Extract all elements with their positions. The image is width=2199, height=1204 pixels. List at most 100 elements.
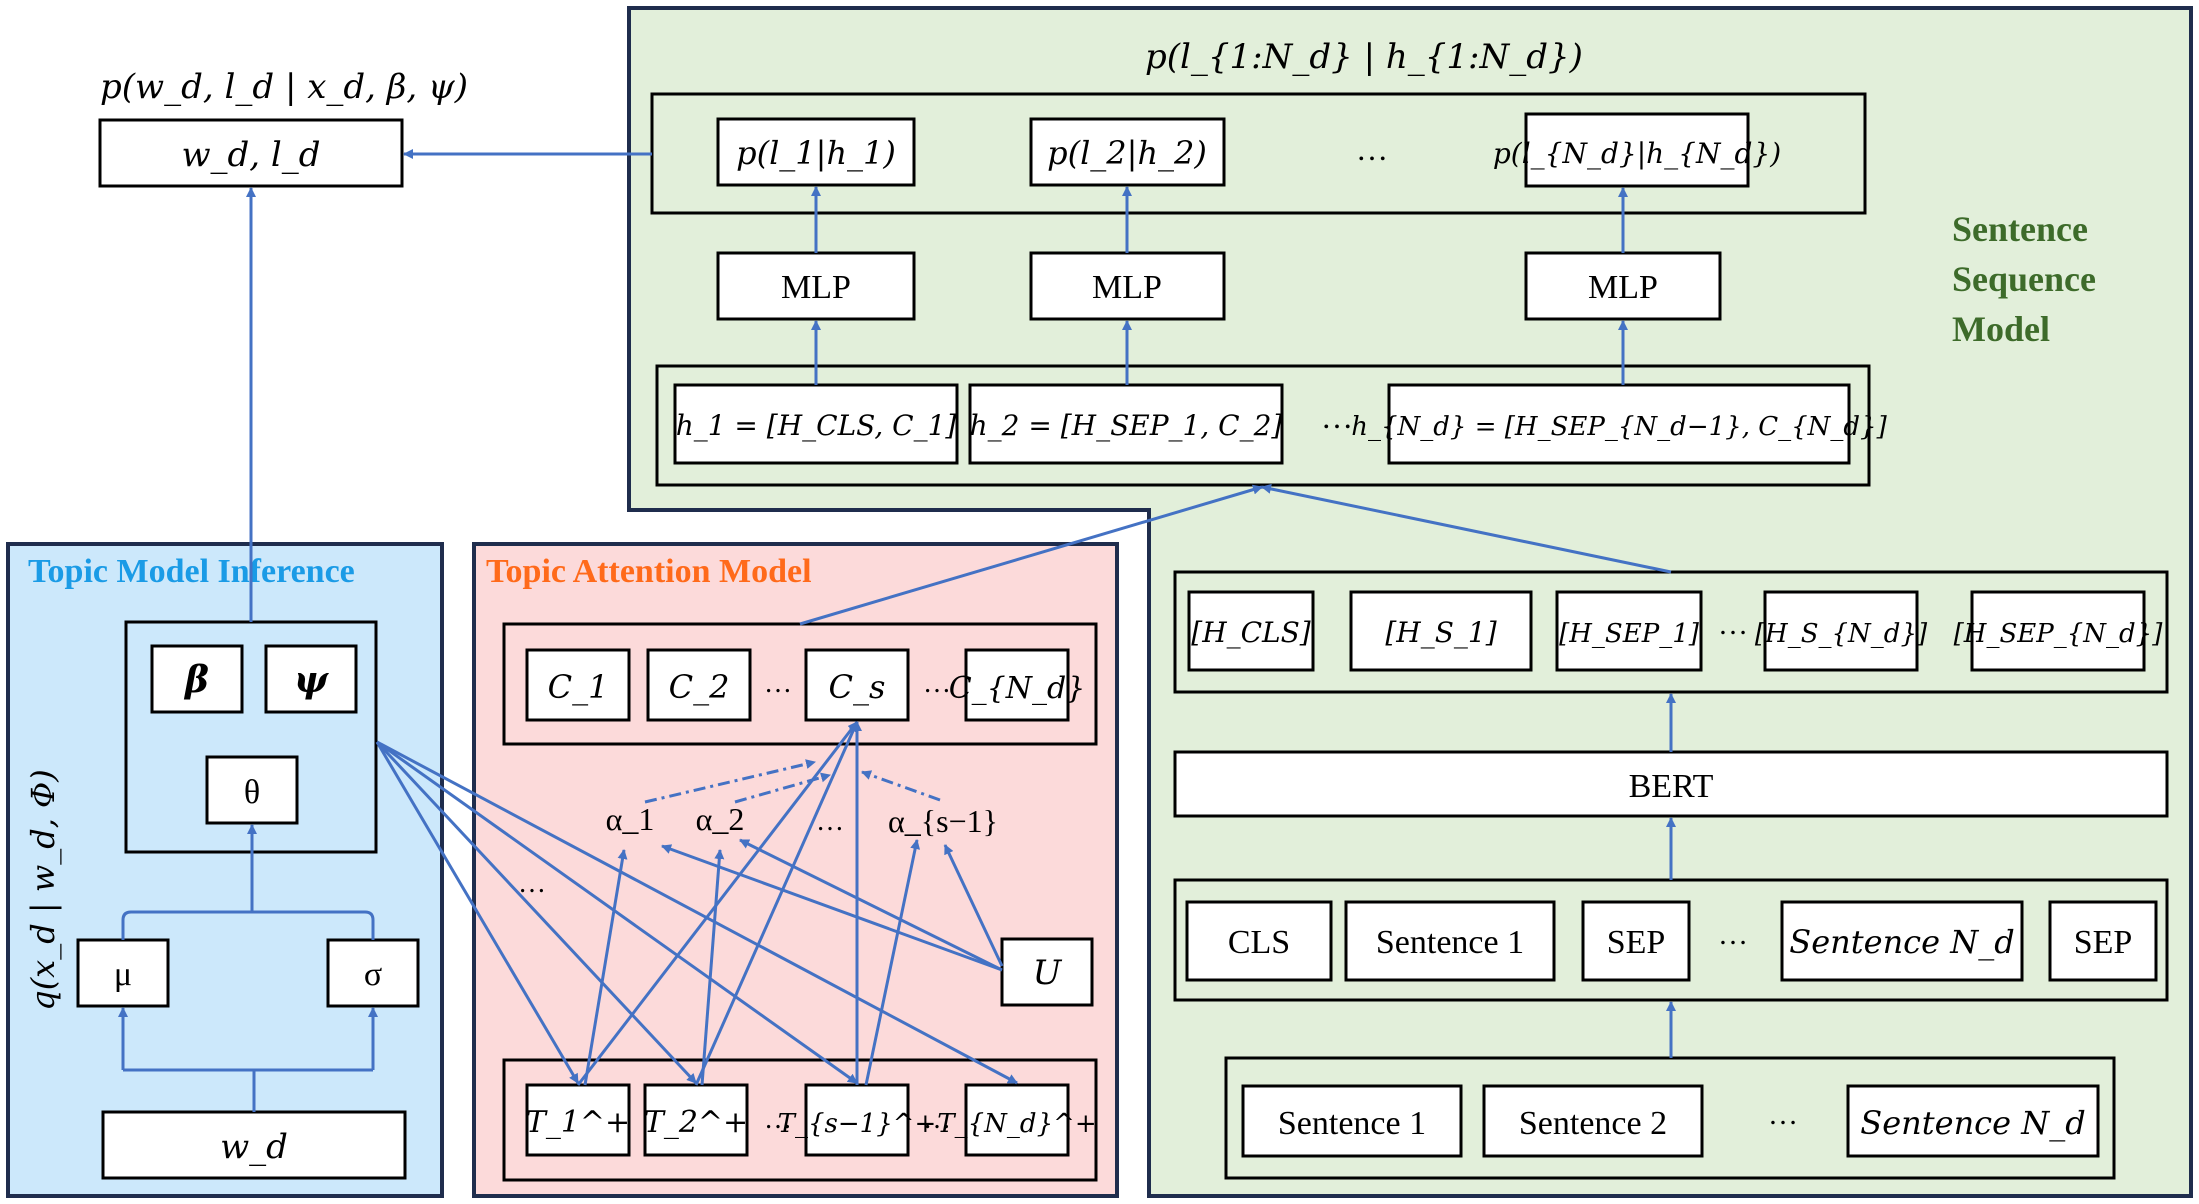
- topic-box-s-1: [804, 1083, 910, 1157]
- output-box-label: w_d, l_d: [181, 135, 320, 175]
- topic-ellipsis-1: …: [764, 1104, 792, 1135]
- hidden-label-2: h_2 = [H_SEP_1, C_2]: [970, 409, 1283, 442]
- arrow-t1-cs: [576, 721, 859, 1086]
- arrow-u-alpha1: [661, 844, 1003, 972]
- sigma-label: σ: [364, 956, 382, 993]
- prob-box-2: [1029, 117, 1226, 187]
- token-label-sentence1: Sentence 1: [1376, 924, 1524, 961]
- context-label-1: C_1: [548, 668, 609, 706]
- context-ellipsis-2: …: [923, 668, 951, 699]
- bert-out-box-sep1: [1555, 590, 1703, 672]
- topic-label-s-1: T_{s−1}^+: [778, 1109, 937, 1139]
- dash-alpha2-cs: [734, 772, 831, 804]
- mu-box: [76, 938, 170, 1008]
- arrow-bertout-hidden: [1261, 483, 1672, 574]
- arrow-u-alpha2: [739, 838, 1003, 972]
- bert-label: BERT: [1629, 768, 1714, 805]
- dash-alpha1-cs: [644, 759, 816, 804]
- arrow-params-t2: [375, 740, 698, 1085]
- bert-box: [1173, 750, 2169, 818]
- sentence-box-2: [1482, 1084, 1704, 1158]
- arrow-t2-alpha2: [700, 849, 725, 1086]
- attention-ellipsis-left: …: [518, 868, 546, 899]
- joint-probability: p(l_{1:N_d} | h_{1:N_d}): [1145, 37, 1583, 77]
- output-box: [98, 118, 404, 188]
- theta-label: θ: [244, 774, 260, 811]
- context-box-n: [964, 648, 1070, 722]
- bert-out-label-sepn: [H_SEP_{N_d}]: [1954, 619, 2164, 649]
- arrow-t1-alpha1: [583, 849, 628, 1086]
- sigma-box: [326, 938, 420, 1008]
- token-ellipsis: …: [1718, 918, 1748, 951]
- alpha-label-1: α_1: [606, 801, 655, 837]
- mlp-label-1: MLP: [781, 269, 851, 306]
- topic-box-2: [643, 1083, 749, 1157]
- mlp-label-2: MLP: [1092, 269, 1162, 306]
- bracket-mu-sigma: [121, 902, 375, 940]
- arrow-params-t1: [375, 741, 580, 1084]
- output-formula: p(w_d, l_d | x_d, β, ψ): [100, 67, 468, 107]
- bert-out-label-cls: [H_CLS]: [1191, 616, 1311, 649]
- topic-box-n: [964, 1083, 1070, 1157]
- u-box: [1000, 937, 1094, 1007]
- token-label-sep2: SEP: [2074, 924, 2133, 961]
- context-label-n: C_{N_d}: [949, 671, 1086, 706]
- topic-group-box: [502, 1058, 1098, 1182]
- hidden-ellipsis: …: [1321, 399, 1353, 435]
- input-word-label: w_d: [220, 1127, 288, 1167]
- token-box-cls: [1185, 900, 1333, 982]
- alpha-label-s-1: α_{s−1}: [888, 803, 998, 839]
- topic-inference-title: Topic Model Inference: [28, 553, 355, 590]
- connector-arrows: [118, 149, 1676, 1112]
- context-box-2: [646, 648, 752, 722]
- prob-label-1: p(l_1|h_1): [736, 134, 896, 172]
- context-box-s: [804, 648, 910, 722]
- context-label-2: C_2: [669, 668, 730, 706]
- mu-label: μ: [114, 956, 132, 993]
- bracket-input-split: [123, 1068, 373, 1112]
- psi-box: [264, 644, 358, 714]
- sentence-label-n: Sentence N_d: [1860, 1104, 2085, 1142]
- token-label-sentencen: Sentence N_d: [1789, 923, 2014, 961]
- arrow-u-alphas1: [943, 844, 1004, 967]
- context-ellipsis-1: …: [764, 668, 792, 699]
- bert-out-box-cls: [1187, 590, 1315, 672]
- bert-out-label-s1: [H_S_1]: [1385, 616, 1496, 649]
- beta-label: β: [183, 659, 209, 701]
- alpha-label-2: α_2: [696, 801, 745, 837]
- mlp-label-n: MLP: [1588, 269, 1658, 306]
- topic-label-1: T_1^+: [526, 1105, 630, 1140]
- bert-out-ellipsis: …: [1718, 608, 1748, 641]
- hidden-label-1: h_1 = [H_CLS, C_1]: [676, 409, 957, 442]
- sentence-box-1: [1241, 1084, 1463, 1158]
- topic-ellipsis-2: …: [923, 1104, 951, 1135]
- bert-out-label-sep1: [H_SEP_1]: [1559, 619, 1700, 649]
- sentence-seq-title-line2: Sequence: [1952, 259, 2096, 299]
- hidden-label-n: h_{N_d} = [H_SEP_{N_d−1}, C_{N_d}]: [1351, 412, 1887, 442]
- prob-ellipsis: …: [1356, 131, 1388, 167]
- sentence-seq-title-line3: Model: [1952, 309, 2050, 349]
- arrow-t2-cs: [694, 721, 859, 1086]
- prob-label-2: p(l_2|h_2): [1047, 134, 1207, 172]
- token-box-sep2: [2048, 900, 2158, 982]
- token-box-sentence1: [1344, 900, 1556, 982]
- bert-out-box-s1: [1349, 590, 1533, 672]
- arrow-context-hidden: [799, 484, 1263, 626]
- bert-out-label-sn: [H_S_{N_d}]: [1755, 619, 1928, 649]
- token-box-sep1: [1581, 900, 1691, 982]
- token-box-sentencen: [1780, 900, 2024, 982]
- sentence-label-2: Sentence 2: [1519, 1105, 1667, 1142]
- topic-box-1: [525, 1083, 631, 1157]
- arrow-ts1-alphas1: [864, 839, 921, 1086]
- hidden-box-n: [1387, 383, 1851, 465]
- bert-out-box-sn: [1763, 590, 1919, 672]
- sentence-ellipsis: …: [1768, 1098, 1798, 1131]
- token-label-sep1: SEP: [1607, 924, 1666, 961]
- theta-box: [205, 755, 299, 825]
- psi-label: ψ: [294, 659, 329, 701]
- prob-box-n: [1524, 112, 1750, 188]
- bert-out-box-sepn: [1970, 590, 2146, 672]
- context-label-s: C_s: [829, 668, 886, 706]
- context-box-1: [525, 648, 631, 722]
